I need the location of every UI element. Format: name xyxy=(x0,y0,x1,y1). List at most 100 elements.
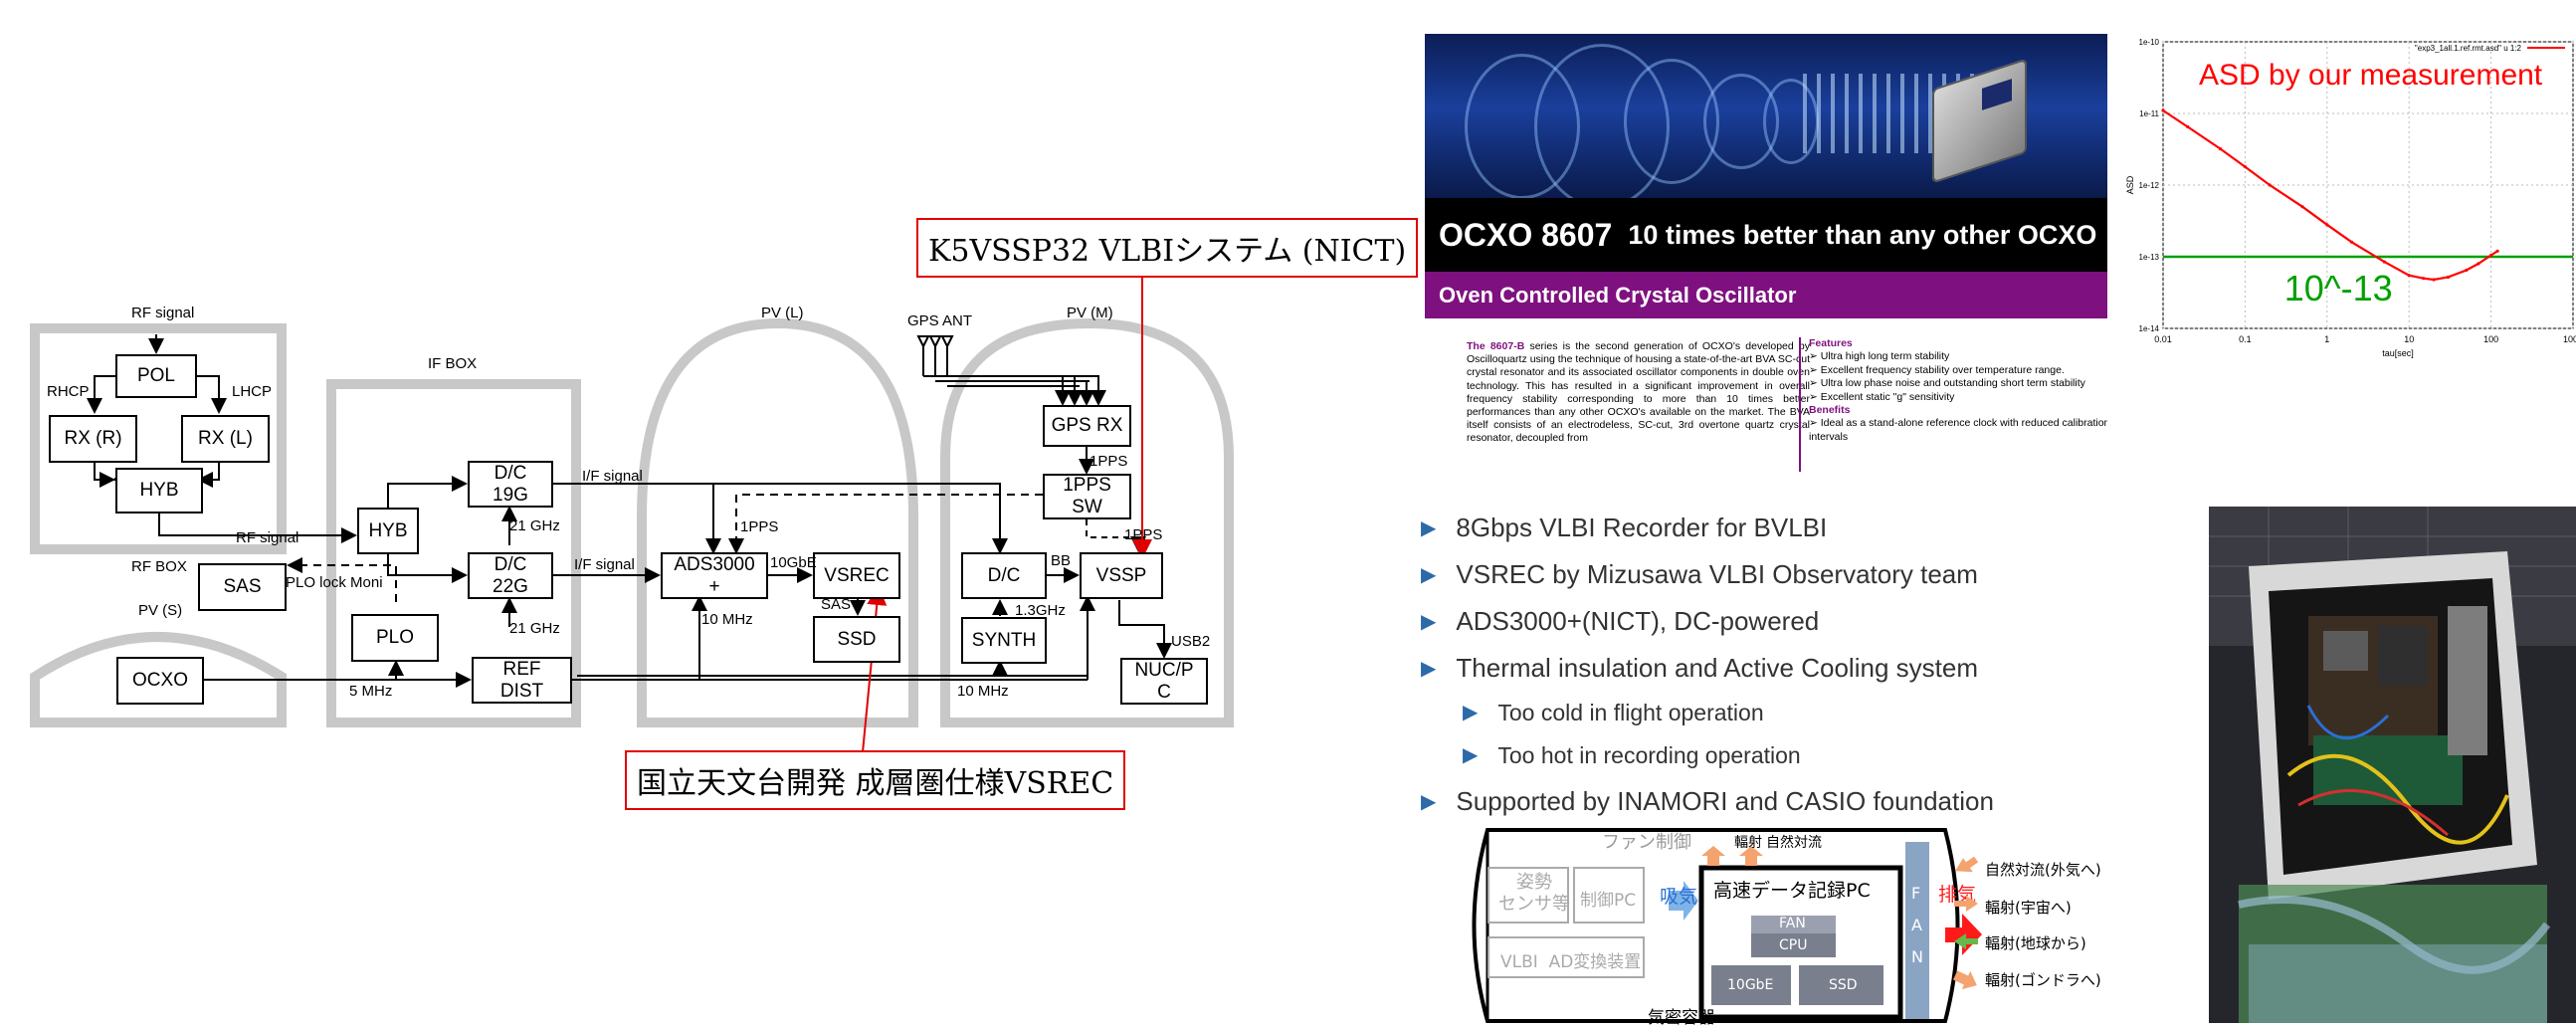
attitude-sensor-label: 姿勢 センサ等 xyxy=(1498,872,1570,916)
ocxo-features: Features Ultra high long term stability … xyxy=(1799,337,2107,472)
ssd-block: SSD xyxy=(813,616,900,663)
recorder-photo xyxy=(2209,507,2576,1023)
y-axis-label: ASD xyxy=(2125,175,2135,194)
fan-inner-label: FAN xyxy=(1779,916,1806,931)
y-tick-label: 1e-14 xyxy=(2139,324,2160,333)
legend-radiation-gondola: 輻射(ゴンドラへ) xyxy=(1985,969,2101,990)
dc-m-block: D/C xyxy=(961,552,1047,599)
gps-rx-block: GPS RX xyxy=(1043,405,1131,447)
feature-item: Excellent frequency stability over tempe… xyxy=(1809,364,2107,377)
airtight-container-label: 気密容器 xyxy=(1648,1003,1715,1028)
ocxo-block: OCXO xyxy=(116,657,204,705)
legend-radiation-space: 輻射(宇宙へ) xyxy=(1985,897,2072,918)
pv-l-label: PV (L) xyxy=(761,305,804,321)
asd-data-point xyxy=(2269,183,2272,186)
mhz10-b-label: 10 MHz xyxy=(957,683,1009,700)
rx-r-block: RX (R) xyxy=(49,415,137,463)
ghz13-label: 1.3GHz xyxy=(1015,602,1066,619)
x-axis-label: tau[sec] xyxy=(2382,348,2414,358)
if-signal-top-label: I/F signal xyxy=(582,468,643,485)
feature-item: Ultra high long term stability xyxy=(1809,350,2107,363)
plo-lock-label: PLO lock Moni xyxy=(286,574,383,591)
bullet-item: ▶Supported by INAMORI and CASIO foundati… xyxy=(1421,786,1994,817)
cpu-label: CPU xyxy=(1779,937,1807,953)
if-box-label: IF BOX xyxy=(428,355,477,372)
hyb-rf-block: HYB xyxy=(115,468,203,514)
sub-bullet-item: ▶Too hot in recording operation xyxy=(1463,742,1801,769)
plo-block: PLO xyxy=(351,614,439,662)
if-signal-mid-label: I/F signal xyxy=(574,556,635,573)
ocxo-banner-image xyxy=(1425,34,2107,198)
x-tick-label: 10 xyxy=(2404,334,2414,344)
pv-m-label: PV (M) xyxy=(1067,305,1113,321)
asd-data-point xyxy=(2325,223,2328,226)
asd-data-point xyxy=(2408,274,2411,277)
asd-data-point xyxy=(2477,262,2479,265)
hyb-if-block: HYB xyxy=(357,508,419,554)
vlbi-ad-label: VLBI AD変換装置 xyxy=(1500,947,1641,972)
asd-data-point xyxy=(2447,276,2450,279)
fan-control-label: ファン制御 xyxy=(1602,828,1691,854)
vsrec-block: VSREC xyxy=(813,552,900,599)
asd-data-point xyxy=(2496,250,2499,253)
pv-s-label: PV (S) xyxy=(138,602,182,619)
asd-data-point xyxy=(2350,241,2353,244)
lhcp-label: LHCP xyxy=(232,383,272,400)
asd-data-point xyxy=(2161,108,2164,111)
mhz5-label: 5 MHz xyxy=(349,683,392,700)
control-pc-label: 制御PC xyxy=(1580,886,1636,911)
y-tick-label: 1e-12 xyxy=(2139,181,2160,190)
y-tick-label: 1e-13 xyxy=(2139,253,2160,262)
pps-c-label: 1PPS xyxy=(1124,526,1162,543)
asd-data-point xyxy=(2383,260,2386,263)
asd-data-point xyxy=(2244,165,2247,168)
legend-radiation-earth: 輻射(地球から) xyxy=(1985,932,2086,953)
sub-bullet-item: ▶Too cold in flight operation xyxy=(1463,700,1764,726)
vsrec-callout: 国立天文台開発 成層圏仕様VSREC xyxy=(625,750,1125,810)
bullet-item: ▶8Gbps VLBI Recorder for BVLBI xyxy=(1421,513,1827,543)
thermal-legend-arrows xyxy=(1952,856,1982,1015)
ghz21-a-label: 21 GHz xyxy=(509,517,560,534)
intake-label: 吸気 xyxy=(1660,882,1697,909)
legend-label: "exp3_1all.1.ref.rmt.asd" u 1:2 xyxy=(2415,44,2522,53)
asd-data-point xyxy=(2186,125,2189,128)
rf-signal-top-label: RF signal xyxy=(131,305,194,321)
asd-data-point xyxy=(2465,269,2468,272)
rf-signal-mid-label: RF signal xyxy=(236,529,298,546)
x-tick-label: 0.1 xyxy=(2239,334,2252,344)
synth-block: SYNTH xyxy=(961,617,1047,664)
asd-data-point xyxy=(2422,277,2425,280)
feature-item: Ultra low phase noise and outstanding sh… xyxy=(1809,377,2107,390)
x-tick-label: 1 xyxy=(2324,334,2329,344)
gps-ant-label: GPS ANT xyxy=(907,312,972,329)
k5vssp32-callout: K5VSSP32 VLBIシステム (NICT) xyxy=(916,218,1418,278)
chart-title: ASD by our measurement xyxy=(2199,59,2543,92)
pol-block: POL xyxy=(115,354,197,398)
convection-top-label: 自然対流 xyxy=(1766,832,1822,852)
pps-sw-block: 1PPS SW xyxy=(1043,474,1131,519)
ref-dist-block: REF DIST xyxy=(472,657,572,704)
asd-chart: 0.010.111010010001e-141e-131e-121e-111e-… xyxy=(2125,34,2576,362)
usb2-label: USB2 xyxy=(1171,633,1210,650)
bb-label: BB xyxy=(1051,552,1071,569)
legend-convection: 自然対流(外気へ) xyxy=(1985,859,2101,880)
ocxo-description: The 8607-B series is the second generati… xyxy=(1467,340,1810,470)
radiation-top-label: 輻射 xyxy=(1734,832,1762,852)
asd-data-point xyxy=(2489,254,2492,257)
feature-item: Excellent static "g" sensitivity xyxy=(1809,391,2107,404)
x-tick-label: 100 xyxy=(2483,334,2498,344)
sas-block: SAS xyxy=(198,563,287,611)
recording-pc-label: 高速データ記録PC xyxy=(1713,876,1871,903)
x-tick-label: 0.01 xyxy=(2154,334,2172,344)
rhcp-label: RHCP xyxy=(47,383,90,400)
mhz10-a-label: 10 MHz xyxy=(701,611,753,628)
vssp-block: VSSP xyxy=(1080,552,1163,599)
ssd-label: SSD xyxy=(1829,977,1858,993)
bullet-item: ▶Thermal insulation and Active Cooling s… xyxy=(1421,653,1978,684)
bullet-item: ▶VSREC by Mizusawa VLBI Observatory team xyxy=(1421,559,1978,590)
y-tick-label: 1e-11 xyxy=(2139,109,2159,118)
ads3000-block: ADS3000 + xyxy=(661,552,768,599)
gbe-label: 10GbE xyxy=(1727,977,1773,993)
annotation-label: 10^-13 xyxy=(2284,268,2393,308)
